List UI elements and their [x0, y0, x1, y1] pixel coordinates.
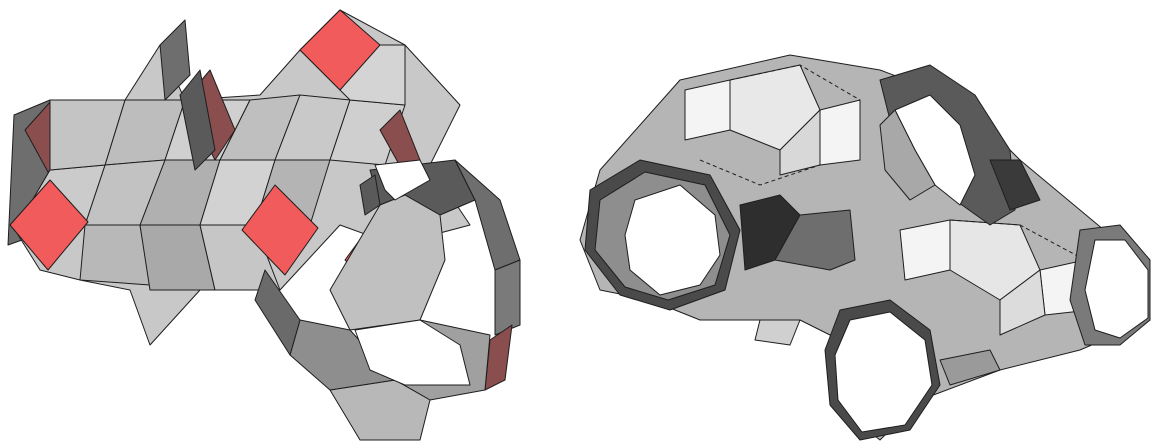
white-face — [820, 100, 860, 165]
tube-wall — [455, 160, 520, 270]
shade-face — [755, 320, 800, 345]
tube-wall — [495, 260, 520, 335]
white-face — [900, 220, 950, 280]
left-panel-rhombic-surface — [8, 10, 520, 440]
rhombus-face — [80, 225, 150, 285]
right-panel-tubular-surface — [580, 55, 1150, 440]
white-face — [685, 80, 730, 140]
